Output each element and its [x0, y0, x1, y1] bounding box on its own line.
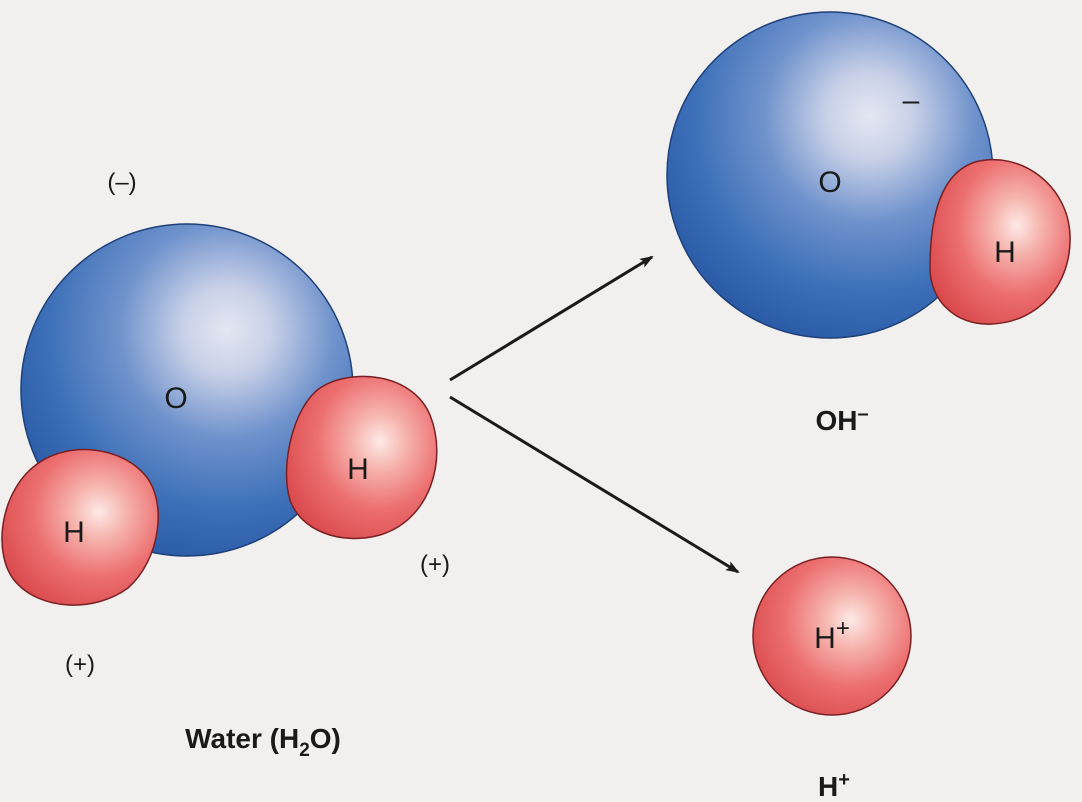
hydrogen-ion: H+ H+ — [752, 556, 912, 802]
hydroxide-hydrogen-label: H — [994, 236, 1016, 269]
hydroxide-hydrogen-atom — [929, 158, 1071, 325]
hydrogen-ion-label-superscript: + — [836, 615, 850, 642]
water-charge-right: (+) — [420, 551, 450, 578]
hydrogen-ion-caption: H+ — [818, 769, 850, 802]
hydrogen-ion-label-text: H — [814, 622, 836, 655]
water-hydrogen-right-label: H — [347, 453, 369, 486]
hydroxide-ion: O H – OH– — [666, 11, 1071, 436]
water-hydrogen-right-atom — [285, 375, 438, 540]
arrow-to-hydrogen-ion — [449, 395, 740, 574]
hydroxide-caption-text: OH — [815, 405, 857, 436]
water-caption-subscript: 2 — [299, 740, 310, 761]
water-charge-bottom: (+) — [65, 651, 95, 678]
water-charge-top: (–) — [107, 169, 136, 196]
water-caption-suffix: O) — [310, 723, 341, 754]
reaction-arrows — [449, 255, 740, 574]
hydrogen-ion-caption-text: H — [818, 771, 838, 802]
water-oxygen-label: O — [164, 382, 187, 415]
water-caption-prefix: Water (H — [185, 723, 299, 754]
water-hydrogen-left-label: H — [63, 516, 85, 549]
arrow-to-hydroxide — [449, 255, 654, 382]
hydrogen-ion-atom — [752, 556, 912, 716]
hydroxide-caption: OH– — [815, 403, 868, 436]
hydrogen-ion-label: H+ — [814, 615, 850, 655]
hydroxide-caption-superscript: – — [857, 403, 868, 425]
water-caption: Water (H2O) — [185, 723, 341, 761]
hydroxide-charge-mark: – — [903, 84, 920, 117]
hydroxide-oxygen-label: O — [818, 166, 841, 199]
water-hydrogen-left-atom — [1, 448, 159, 606]
water-molecule: O H H (–) (+) (+) Water (H2O) — [1, 169, 450, 761]
hydrogen-ion-caption-superscript: + — [838, 769, 850, 791]
